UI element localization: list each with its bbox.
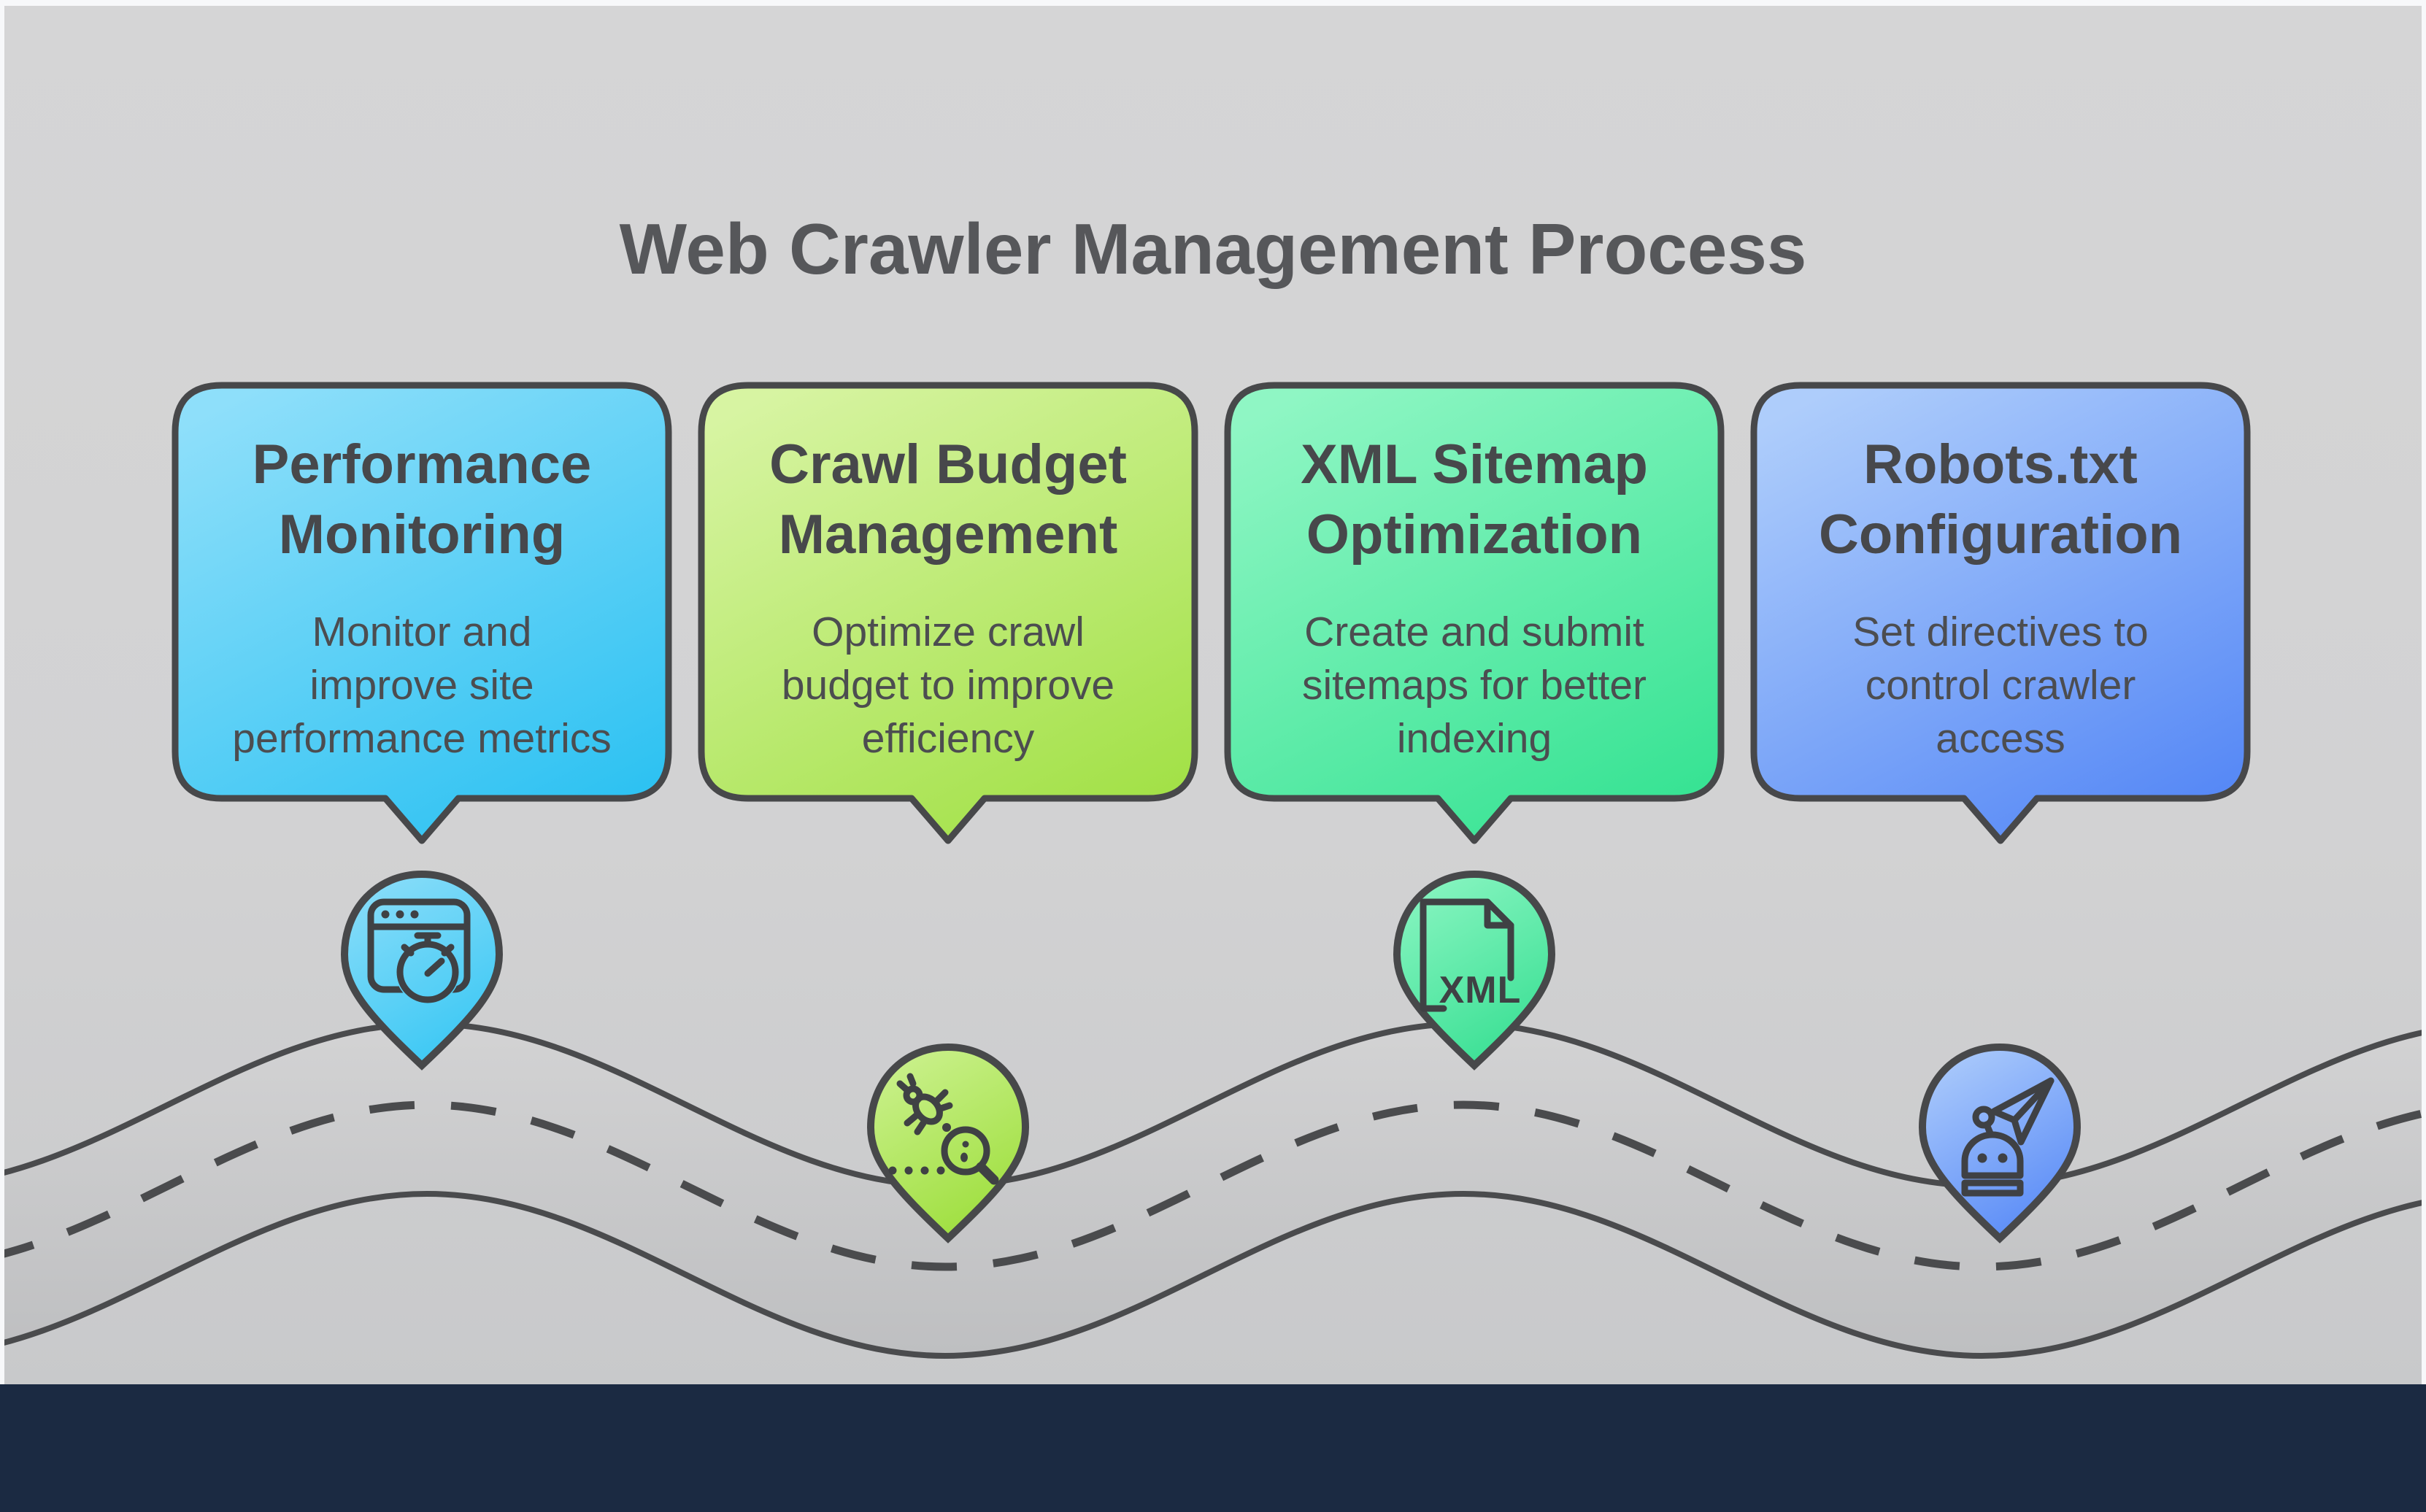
- speech-bubble: [1750, 382, 2251, 844]
- card-crawl-budget: Crawl Budget Management Optimize crawl b…: [696, 379, 1201, 852]
- browser-stopwatch-icon: [367, 898, 471, 1004]
- card-robots-txt: Robots.txt Configuration Set directives …: [1748, 379, 2253, 852]
- bug-magnifier-icon: [888, 1073, 999, 1185]
- road-surface: [0, 1024, 2426, 1356]
- card-title: XML Sitemap Optimization: [1301, 433, 1648, 566]
- card-xml-sitemap: XML Sitemap Optimization Create and subm…: [1222, 379, 1727, 852]
- speech-bubble: [1224, 382, 1725, 844]
- pin-crawl-budget: [866, 1043, 1030, 1243]
- map-pin-icon: [1393, 870, 1556, 1071]
- card-title: Crawl Budget Management: [769, 433, 1127, 566]
- pin-robots-txt: [1918, 1043, 2082, 1243]
- xml-file-label: XML: [1439, 969, 1522, 1011]
- speech-bubble: [698, 382, 1198, 844]
- frame-edge-right: [2422, 0, 2426, 1384]
- card-body: Set directives to control crawler access: [1852, 609, 2149, 762]
- frame-edge-left: [0, 0, 4, 1384]
- xml-file-icon: XML: [1420, 898, 1522, 1012]
- card-title: Performance Monitoring: [252, 433, 592, 566]
- pin-xml-sitemap: XML: [1393, 870, 1556, 1071]
- footer-bar: [0, 1384, 2426, 1512]
- robot-send-icon: [1961, 1077, 2055, 1197]
- frame-edge-top: [0, 0, 2426, 6]
- card-body: Monitor and improve site performance met…: [232, 609, 612, 762]
- map-pin-icon: [1918, 1043, 2082, 1243]
- page-title: Web Crawler Management Process: [619, 208, 1807, 289]
- card-performance-monitoring: Performance Monitoring Monitor and impro…: [169, 379, 674, 852]
- card-title: Robots.txt Configuration: [1818, 433, 2183, 566]
- road-bottom-edge: [0, 1190, 2426, 1359]
- card-body: Create and submit sitemaps for better in…: [1301, 609, 1647, 762]
- card-body: Optimize crawl budget to improve efficie…: [781, 609, 1115, 762]
- pin-performance-monitoring: [340, 870, 504, 1071]
- speech-bubble: [172, 382, 672, 844]
